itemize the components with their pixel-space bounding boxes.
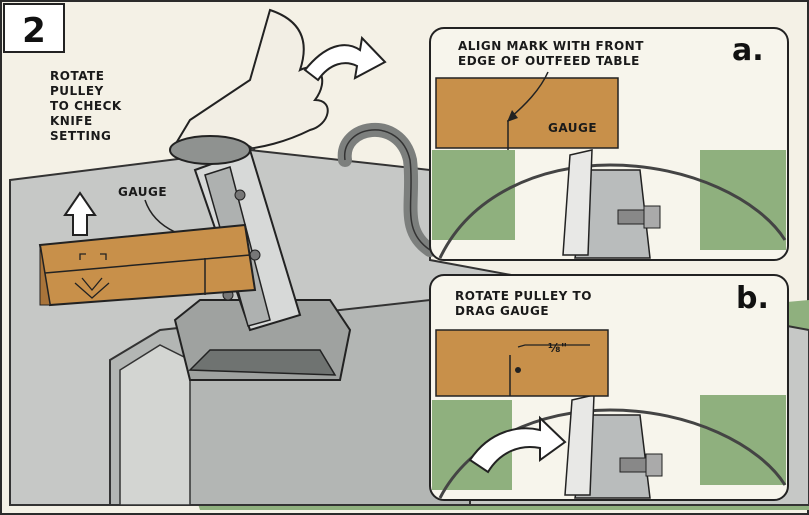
detail-a-note-line-1: ALIGN MARK WITH FRONT (458, 39, 644, 53)
main-note-line-3: TO CHECK (50, 99, 122, 113)
detail-b-nut (646, 454, 662, 476)
knife-bolt-1 (235, 190, 245, 200)
detail-b-mark-dot (515, 367, 521, 373)
detail-a-nut (644, 206, 660, 228)
detail-b-gauge (436, 330, 608, 396)
detail-a-infeed-green (432, 150, 515, 240)
detail-a-gauge-label: GAUGE (548, 121, 597, 135)
pulley (170, 136, 250, 164)
detail-b-note-line-1: ROTATE PULLEY TO (455, 289, 592, 303)
housing-opening (190, 350, 335, 375)
main-note-line-5: SETTING (50, 129, 111, 143)
detail-a-panel: GAUGE ALIGN MARK WITH FRONT EDGE OF OUTF… (430, 28, 788, 260)
detail-a-letter: a. (732, 33, 764, 68)
main-note-line-1: ROTATE (50, 69, 104, 83)
step-number: 2 (22, 11, 46, 51)
knife-bolt-2 (250, 250, 260, 260)
detail-a-gauge (436, 78, 618, 148)
detail-b-dimension: ⅛" (548, 341, 568, 355)
detail-b-letter: b. (736, 281, 769, 316)
detail-a-note-line-2: EDGE OF OUTFEED TABLE (458, 54, 640, 68)
main-note-line-4: KNIFE (50, 114, 93, 128)
detail-b-note-line-2: DRAG GAUGE (455, 304, 549, 318)
main-note-line-2: PULLEY (50, 84, 104, 98)
base-front-face (120, 345, 190, 505)
gauge-label: GAUGE (118, 185, 167, 199)
detail-b-panel: ⅛" ROTATE PULLEY TO DRAG GAUGE b. (430, 275, 788, 500)
